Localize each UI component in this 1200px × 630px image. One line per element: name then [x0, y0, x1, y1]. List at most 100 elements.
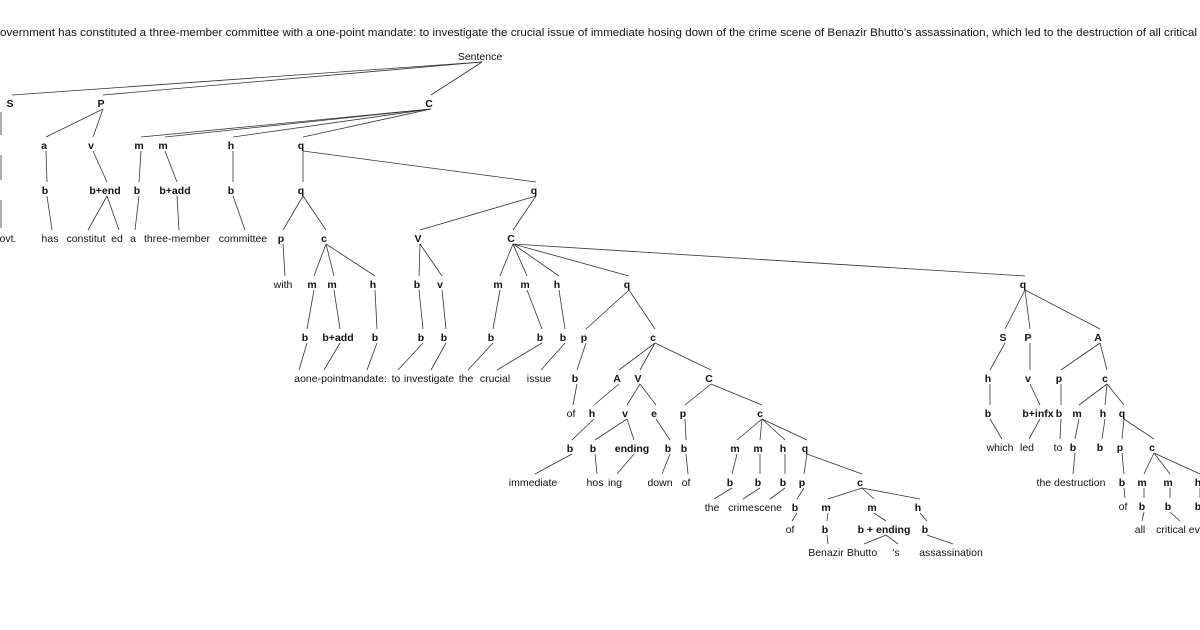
tree-edge: [791, 512, 798, 522]
tree-edge: [164, 150, 178, 183]
tree-leaf-word: 's: [892, 547, 899, 559]
tree-edge: [1029, 383, 1041, 406]
tree-node-label: b: [727, 477, 733, 489]
tree-edge: [1072, 452, 1076, 475]
tree-edge: [512, 243, 630, 277]
tree-edge: [1101, 418, 1106, 440]
tree-node-label: b: [418, 332, 424, 344]
tree-edge: [885, 534, 899, 545]
tree-edge: [806, 453, 863, 475]
tree-node-label: q: [298, 185, 304, 197]
tree-edge: [761, 418, 786, 441]
tree-edge: [1123, 418, 1155, 440]
tree-edge: [46, 195, 53, 231]
tree-edge: [655, 418, 671, 441]
tree-node-label: V: [634, 373, 641, 385]
tree-node-label: b: [567, 443, 573, 455]
tree-edge: [1004, 289, 1026, 330]
tree-node-label: p: [1117, 442, 1123, 454]
tree-leaf-word: hos: [587, 477, 604, 489]
tree-edge: [138, 150, 142, 183]
tree-leaf-word: of: [1119, 501, 1128, 513]
tree-edge: [102, 61, 483, 96]
tree-edge: [759, 418, 763, 441]
tree-node-label: m: [821, 502, 830, 514]
tree-node-label: p: [581, 332, 587, 344]
tree-edge: [1074, 418, 1080, 440]
tree-leaf-word: ed: [111, 233, 123, 245]
tree-node-label: m: [327, 279, 336, 291]
tree-node-label: h: [915, 502, 921, 514]
tree-leaf-word: Benazir: [808, 547, 844, 559]
tree-edge: [534, 453, 573, 475]
tree-leaf-word: immediate: [509, 477, 558, 489]
tree-edge: [594, 453, 598, 475]
tree-node-label: b: [1195, 501, 1200, 513]
tree-edge: [418, 289, 424, 330]
tree-edge: [863, 534, 887, 545]
tree-edge: [639, 342, 656, 371]
tree-edge: [499, 243, 514, 277]
tree-node-label: V: [414, 233, 421, 245]
tree-edge: [418, 243, 421, 277]
tree-node-label: b: [590, 443, 596, 455]
tree-edge: [628, 289, 656, 330]
tree-edge: [742, 487, 761, 500]
tree-edge: [374, 289, 378, 330]
tree-leaf-word: the: [459, 373, 474, 385]
tree-edge: [467, 342, 494, 371]
tree-leaf-word: a: [130, 233, 136, 245]
tree-node-label: b: [665, 443, 671, 455]
tree-node-label: m: [1137, 477, 1146, 489]
tree-edge: [769, 487, 786, 500]
tree-edge: [661, 453, 671, 475]
tree-leaf-word: ovt.: [0, 233, 16, 245]
tree-edge: [282, 243, 286, 277]
tree-edge: [526, 289, 543, 330]
tree-node-label: c: [1102, 373, 1108, 385]
tree-leaf-word: a: [294, 373, 300, 385]
sentence-caption: overnment has constituted a three-member…: [0, 27, 1197, 39]
tree-leaf-word: critical ev: [1156, 524, 1200, 536]
tree-node-label: q: [624, 279, 630, 291]
tree-node-label: v: [1025, 373, 1031, 385]
tree-edge: [45, 108, 104, 138]
tree-edge: [1143, 452, 1155, 475]
tree-node-label: b: [1070, 442, 1076, 454]
tree-leaf-word: issue: [527, 373, 552, 385]
tree-node-label: q: [1020, 279, 1026, 291]
tree-node-label: b: [1119, 477, 1125, 489]
tree-node-label: b: [922, 524, 928, 536]
tree-edge: [302, 150, 537, 183]
tree-node-label: b: [780, 477, 786, 489]
tree-node-label: b + ending: [858, 524, 911, 536]
tree-node-label: ending: [615, 443, 649, 455]
tree-edge: [1060, 342, 1101, 371]
tree-node-label: h: [1195, 477, 1200, 489]
tree-edge: [92, 108, 104, 138]
tree-node-label: c: [321, 233, 327, 245]
tree-node-label: m: [1072, 408, 1081, 420]
tree-node-label: m: [1163, 477, 1172, 489]
tree-node-label: S: [6, 98, 13, 110]
tree-edge: [313, 243, 327, 277]
tree-edge: [366, 342, 378, 371]
tree-edge: [594, 418, 628, 441]
tree-edge: [1078, 383, 1108, 406]
tree-edge: [558, 289, 566, 330]
tree-leaf-word: with: [273, 279, 293, 291]
tree-leaf-word: to: [1054, 442, 1063, 454]
tree-edges: [0, 61, 1200, 545]
tree-node-label: b+infx: [1022, 408, 1053, 420]
tree-node-label: b: [488, 332, 494, 344]
tree-node-label: h: [780, 443, 786, 455]
tree-node-label: h: [589, 408, 595, 420]
tree-edge: [919, 512, 928, 522]
tree-node-label: b+add: [322, 332, 353, 344]
tree-edge: [1024, 289, 1031, 330]
tree-edge: [616, 453, 635, 475]
tree-edge: [1059, 418, 1062, 440]
tree-node-label: b: [1165, 501, 1171, 513]
tree-edge: [176, 195, 180, 231]
